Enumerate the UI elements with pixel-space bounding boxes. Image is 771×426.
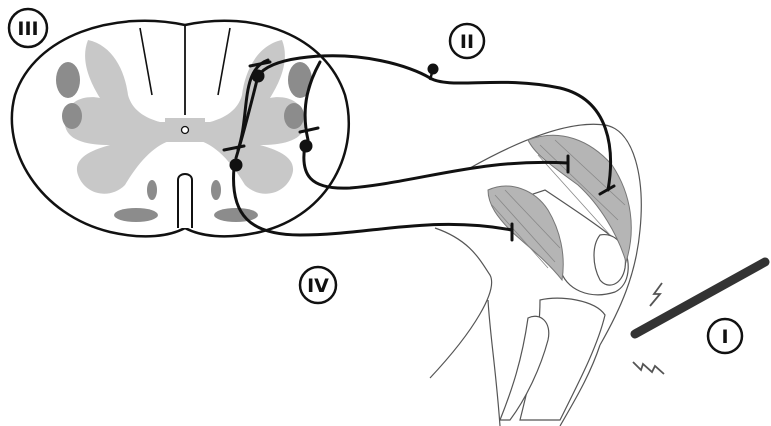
label-3-text: III <box>17 18 38 40</box>
tract-left-ventral-b <box>114 208 158 222</box>
lightning-tap-icon-lower <box>633 362 664 374</box>
thigh-outline <box>430 228 492 378</box>
motor-neuron-body-left <box>230 159 243 172</box>
calf-outline <box>488 300 500 426</box>
label-1-text: I <box>721 326 728 348</box>
interneuron-body <box>252 70 265 83</box>
tract-right-ventral-a <box>211 180 221 200</box>
tract-right-lower <box>284 103 304 129</box>
tract-right-ventral-b <box>214 208 258 222</box>
label-4-text: IV <box>307 275 329 297</box>
tract-left-upper <box>56 62 80 98</box>
tract-left-ventral-a <box>147 180 157 200</box>
label-circle-2: II <box>450 24 484 58</box>
anterior-median-fissure <box>178 174 192 228</box>
reflex-hammer-icon <box>635 262 765 334</box>
label-circle-1: I <box>708 319 742 353</box>
label-2-text: II <box>460 31 474 53</box>
tract-left-lower <box>62 103 82 129</box>
central-canal <box>182 127 189 134</box>
lightning-tap-icon-upper <box>650 283 662 306</box>
motor-neuron-body-right <box>300 140 313 153</box>
label-circle-3: III <box>9 9 47 47</box>
spinal-cord-cross-section <box>12 21 349 237</box>
label-circle-4: IV <box>300 267 336 303</box>
